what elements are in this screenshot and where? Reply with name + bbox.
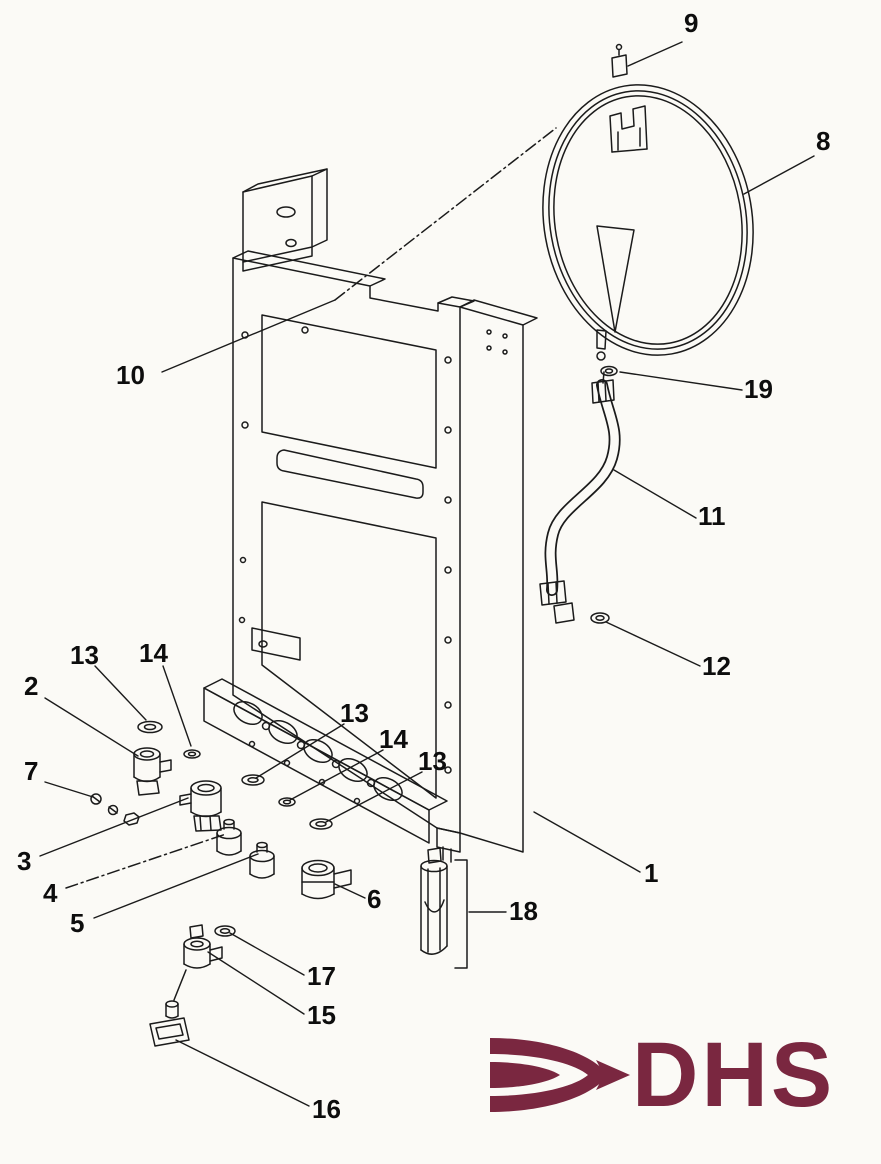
part-label-4: 4 — [43, 878, 58, 908]
part-label-5: 5 — [70, 908, 85, 938]
part-label-13c: 13 — [418, 746, 447, 776]
part-label-7: 7 — [24, 756, 39, 786]
hydraulic-group — [90, 720, 352, 1047]
valve-part-4 — [216, 818, 242, 856]
washer-part-17 — [214, 925, 236, 937]
part-label-9: 9 — [684, 8, 699, 38]
valve-part-6 — [301, 859, 352, 900]
frame-top-bracket — [242, 168, 328, 272]
valve-part-2 — [133, 747, 172, 796]
part-label-15: 15 — [307, 1000, 336, 1030]
part-label-13b: 13 — [340, 698, 369, 728]
frame-chassis — [232, 250, 538, 863]
vessel-bracket — [609, 105, 648, 153]
washer-part-13b — [241, 774, 265, 786]
leader-lines — [39, 41, 815, 1107]
part-label-1: 1 — [644, 858, 659, 888]
ring-part-14b — [278, 797, 296, 807]
expansion-vessel — [542, 84, 754, 361]
assembly-axis-lines — [65, 127, 557, 889]
part-label-14a: 14 — [139, 638, 168, 668]
siphon-part-18 — [420, 847, 468, 969]
dhs-logo-mark — [490, 1038, 630, 1112]
flexible-hose — [539, 371, 621, 624]
fixing-part-9 — [611, 43, 628, 78]
bracket-part-16 — [149, 969, 190, 1047]
part-label-17: 17 — [307, 961, 336, 991]
vessel-wedge — [596, 225, 635, 333]
ring-part-14a — [183, 749, 201, 759]
washer-part-13a — [137, 720, 163, 734]
frame-manifold — [203, 678, 448, 844]
part-label-2: 2 — [24, 671, 39, 701]
part-label-11: 11 — [698, 501, 726, 531]
washer-part-19 — [600, 365, 618, 377]
part-label-12: 12 — [702, 651, 731, 681]
part-label-14b: 14 — [379, 724, 408, 754]
part-label-13a: 13 — [70, 640, 99, 670]
valve-part-3 — [179, 780, 222, 832]
washer-part-13c — [309, 818, 333, 830]
part-label-18: 18 — [509, 896, 538, 926]
part-label-6: 6 — [367, 884, 382, 914]
part-label-19: 19 — [744, 374, 773, 404]
part-label-3: 3 — [17, 846, 32, 876]
dhs-logo: DHS — [490, 1024, 835, 1126]
washer-part-12 — [590, 612, 610, 624]
part-label-8: 8 — [816, 126, 831, 156]
valve-part-15 — [183, 924, 223, 969]
dhs-logo-text: DHS — [632, 1024, 835, 1126]
part-label-16: 16 — [312, 1094, 341, 1124]
part-label-10: 10 — [116, 360, 145, 390]
part-18-bracket — [454, 859, 468, 969]
valve-part-5 — [249, 841, 275, 879]
